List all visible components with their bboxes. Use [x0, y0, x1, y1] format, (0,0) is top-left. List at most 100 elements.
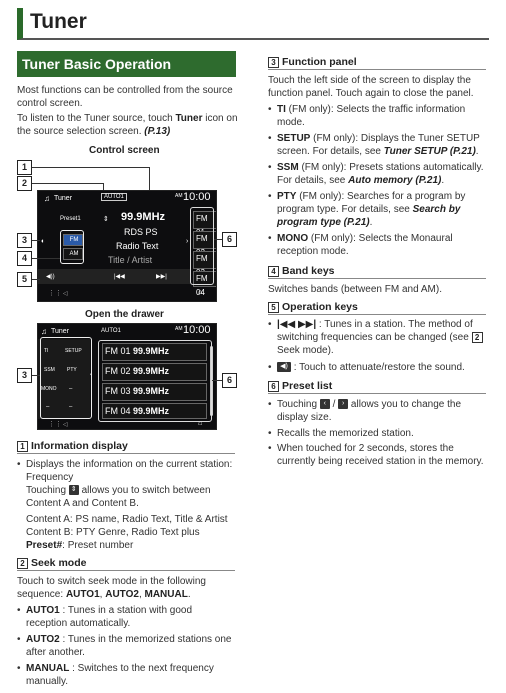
- setup-ref[interactable]: Tuner SETUP (P.21): [383, 146, 476, 157]
- home-icon[interactable]: ⌂: [198, 289, 203, 296]
- preset-fm04[interactable]: FM 04 99.9MHz: [102, 403, 207, 419]
- blank-button[interactable]: –: [69, 404, 73, 410]
- setup-button[interactable]: SETUP: [65, 348, 82, 354]
- seek-forward-icon[interactable]: ▶▶|: [156, 274, 167, 280]
- seek-mode-button[interactable]: AUTO1: [101, 193, 127, 201]
- manual-bullet: MANUAL : Switches to the next frequency …: [17, 662, 235, 688]
- preset-label: FM 02: [105, 366, 131, 376]
- section-title: Seek mode: [31, 557, 87, 569]
- preset-fm03[interactable]: FM 03 99.9MHz: [102, 383, 207, 401]
- ti-button[interactable]: TI: [44, 348, 49, 354]
- section-number: 3: [268, 56, 279, 68]
- content-b: Content B: PTY Genre, Radio Text plus: [26, 527, 200, 538]
- grid-icon[interactable]: ⋮⋮: [48, 290, 62, 297]
- grid-icon[interactable]: ⋮⋮: [48, 421, 62, 428]
- seq-end: .: [187, 589, 191, 600]
- preset-fm04[interactable]: FM 04: [193, 271, 216, 297]
- seq-auto1: AUTO1: [65, 589, 100, 600]
- pty-label: PTY: [277, 191, 297, 202]
- blank-button[interactable]: –: [46, 404, 50, 410]
- page-title: Tuner: [30, 10, 87, 33]
- source-name: Tuner: [54, 195, 73, 202]
- function-panel-highlight: [40, 337, 92, 419]
- section-title: Tuner Basic Operation: [17, 51, 236, 77]
- content-toggle-icon[interactable]: ⇕: [103, 216, 109, 223]
- callout-3: 3: [17, 233, 32, 248]
- info-touch-text: Touching ⇕ allows you to switch between …: [26, 484, 244, 510]
- callout-line: [32, 279, 40, 280]
- ssm-button[interactable]: SSM: [44, 367, 55, 373]
- function-panel-intro: Touch the left side of the screen to dis…: [268, 75, 474, 99]
- band-keys-text: Switches bands (between FM and AM).: [268, 284, 442, 295]
- seq-auto2: AUTO2: [105, 589, 139, 600]
- seek-intro: Touch to switch seek mode in the followi…: [17, 575, 241, 601]
- preset-size-mid: /: [329, 399, 339, 410]
- preset-expand-icon[interactable]: ›: [186, 238, 189, 245]
- callout-1: 1: [17, 160, 32, 175]
- callout-3: 3: [17, 368, 32, 383]
- setup-bullet: SETUP (FM only): Displays the Tuner SETU…: [268, 132, 486, 158]
- seek-back-icon[interactable]: |◀◀: [114, 274, 125, 280]
- ssm-bullet: SSM (FM only): Presets stations automati…: [268, 161, 486, 187]
- callout-line: [103, 183, 104, 196]
- ssm-label: SSM: [277, 162, 299, 173]
- am-pm: AM: [175, 193, 183, 199]
- back-icon[interactable]: ◁: [63, 291, 68, 297]
- pty-button[interactable]: PTY: [67, 367, 77, 373]
- mono-button[interactable]: MONO: [41, 386, 57, 392]
- intro-text: To listen to the Tuner source, touch: [17, 113, 176, 124]
- preset-frequency: 99.9MHz: [133, 406, 170, 416]
- auto1-label: AUTO1: [26, 605, 60, 616]
- preset-fm02[interactable]: FM 02 99.9MHz: [102, 363, 207, 381]
- callout-line: [212, 380, 222, 381]
- ti-label: TI: [277, 104, 286, 115]
- ssm-desc: (FM only): Presets stations automaticall…: [277, 162, 484, 186]
- intro-text-2: icon on the source selection screen.: [17, 113, 238, 137]
- callout-line: [32, 258, 60, 259]
- seq-manual: MANUAL: [144, 589, 188, 600]
- callout-6: 6: [222, 373, 237, 388]
- section-number: 5: [268, 301, 279, 313]
- preset-size-bullet: Touching ‹ / › allows you to change the …: [268, 398, 486, 424]
- callout-5: 5: [17, 272, 32, 287]
- frequency: 99.9MHz: [121, 211, 166, 223]
- ssm-ref[interactable]: Auto memory (P.21): [348, 175, 442, 186]
- section-number: 4: [268, 265, 279, 277]
- preset-label: FM 03: [105, 386, 131, 396]
- preset-frequency: 99.9MHz: [133, 346, 170, 356]
- mute-icon[interactable]: ◀)): [46, 274, 55, 280]
- blank-button[interactable]: –: [69, 386, 73, 392]
- section-title: Operation keys: [282, 301, 358, 313]
- preset-list-highlight: [190, 207, 214, 285]
- home-icon[interactable]: ⌂: [198, 420, 203, 427]
- preset-label: FM 01: [105, 346, 131, 356]
- pty-end: .: [369, 217, 373, 228]
- band-fm-button[interactable]: FM: [63, 234, 83, 246]
- seek-keys-icon: |◀◀ ▶▶|: [277, 319, 317, 330]
- function-panel-handle[interactable]: ◐: [41, 238, 46, 245]
- content-toggle-icon: ⇕: [68, 485, 79, 496]
- recall-bullet: Recalls the memorized station.: [268, 427, 486, 440]
- seek-mode-button[interactable]: AUTO1: [101, 328, 121, 334]
- mute-desc: : Touch to attenuate/restore the sound.: [291, 362, 465, 373]
- back-icon[interactable]: ◁: [63, 422, 68, 428]
- section-title: Band keys: [282, 265, 335, 277]
- pty-ref[interactable]: Search by program type (P.21): [277, 204, 461, 228]
- preset-frequency: 99.9MHz: [133, 366, 170, 376]
- preset-number-text: Preset#: Preset number: [26, 539, 244, 552]
- band-am-button[interactable]: AM: [63, 248, 83, 260]
- auto2-label: AUTO2: [26, 634, 60, 645]
- drawer-caption: Open the drawer: [85, 309, 164, 320]
- section-title: Function panel: [282, 56, 357, 68]
- seek-keys-bullet: |◀◀ ▶▶| : Tunes in a station. The method…: [268, 318, 486, 357]
- shrink-icon: ‹: [319, 399, 330, 410]
- preset-desc: : Preset number: [62, 540, 134, 551]
- section-title: Preset list: [282, 380, 333, 392]
- manual-desc: : Switches to the next frequency manuall…: [26, 663, 214, 687]
- preset-fm01[interactable]: FM 01 99.9MHz: [102, 343, 207, 361]
- preset-number: Preset1: [60, 216, 81, 222]
- pty-desc: (FM only): Searches for a program by pro…: [277, 191, 466, 215]
- clock: 10:00: [183, 324, 211, 336]
